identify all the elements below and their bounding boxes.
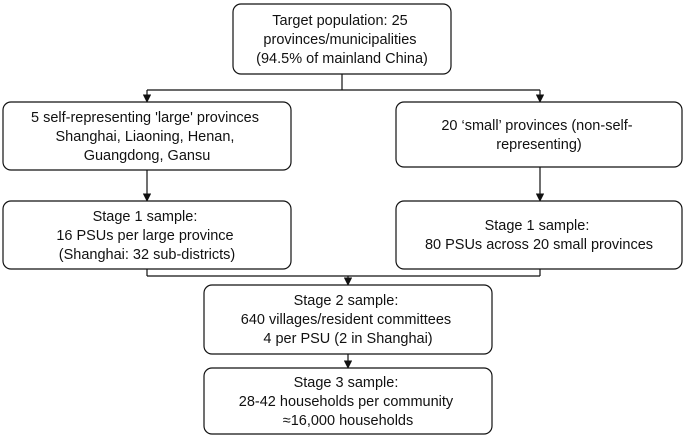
node-target-line-1: Target population: 25 [272, 13, 407, 29]
node-stage1-large: Stage 1 sample: 16 PSUs per large provin… [2, 200, 292, 270]
node-large-line-2: Shanghai, Liaoning, Henan, [55, 129, 234, 145]
svg-text:Stage 2 sample: 640 vill: Stage 2 sample: 640 villages/resident co… [241, 293, 455, 347]
svg-text:Stage 1 sample: 80 PSUs: Stage 1 sample: 80 PSUs across 20 small … [425, 218, 653, 253]
node-stage1-small: Stage 1 sample: 80 PSUs across 20 small … [395, 200, 683, 270]
node-small-provinces: 20 ‘small’ provinces (non-self- represen… [395, 101, 683, 168]
node-stage1-large-line-1: Stage 1 sample: [93, 209, 198, 225]
node-large-line-1: 5 self-representing 'large' provinces [31, 110, 259, 126]
svg-text:5 self-representing 'large' pr: 5 self-representing 'large' provinces Sh… [31, 110, 263, 164]
node-stage1-large-line-3: (Shanghai: 32 sub-districts) [59, 247, 236, 263]
node-stage1-small-line-1: Stage 1 sample: [485, 218, 590, 234]
node-small-line-2: representing) [496, 137, 581, 153]
node-large-provinces: 5 self-representing 'large' provinces Sh… [2, 101, 292, 171]
node-stage1-large-line-2: 16 PSUs per large province [56, 228, 233, 244]
node-target-line-2: provinces/municipalities [263, 32, 416, 48]
flowchart-edges [142, 74, 545, 369]
svg-text:Target population: 25 pr: Target population: 25 provinces/municipa… [256, 13, 428, 67]
node-stage2-line-2: 640 villages/resident committees [241, 312, 451, 328]
node-small-line-1: 20 ‘small’ provinces (non-self- [441, 118, 632, 134]
node-stage3-line-2: 28-42 households per community [239, 394, 454, 410]
node-target-line-3: (94.5% of mainland China) [256, 51, 428, 67]
node-stage2-line-1: Stage 2 sample: [294, 293, 399, 309]
node-large-line-3: Guangdong, Gansu [84, 148, 211, 164]
node-target-population: Target population: 25 provinces/municipa… [232, 3, 452, 75]
svg-text:Stage 3 sample: 28-42 ho: Stage 3 sample: 28-42 households per com… [239, 375, 457, 429]
svg-text:20 ‘small’ provinces (non-self: 20 ‘small’ provinces (non-self- represen… [441, 118, 636, 153]
node-stage2-line-3: 4 per PSU (2 in Shanghai) [263, 331, 432, 347]
node-stage3-line-1: Stage 3 sample: [294, 375, 399, 391]
node-stage3: Stage 3 sample: 28-42 households per com… [203, 367, 493, 435]
svg-text:Stage 1 sample: 16 PSUs: Stage 1 sample: 16 PSUs per large provin… [56, 209, 237, 263]
node-stage3-line-3: ≈16,000 households [283, 413, 414, 429]
node-stage1-small-line-2: 80 PSUs across 20 small provinces [425, 237, 653, 253]
node-stage2: Stage 2 sample: 640 villages/resident co… [203, 284, 493, 355]
